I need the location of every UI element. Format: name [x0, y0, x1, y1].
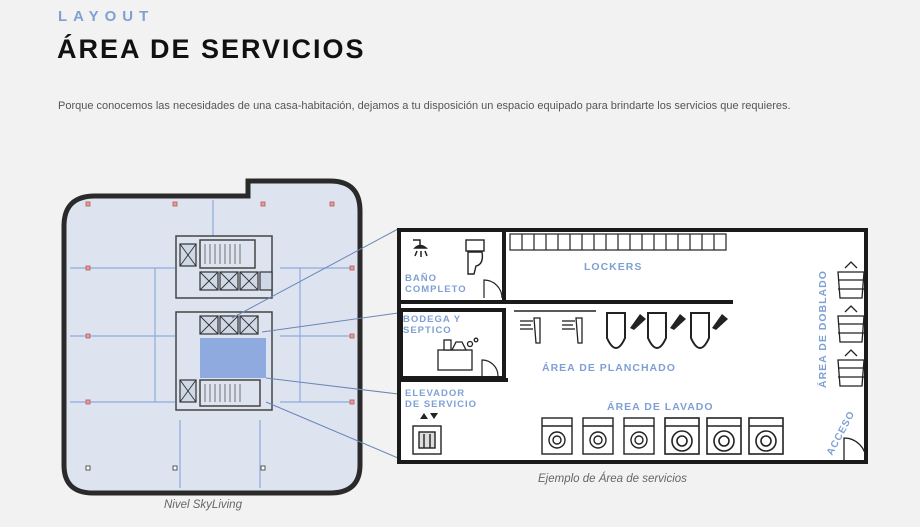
steamer-icon-2	[562, 317, 583, 344]
washer-icon-2	[582, 417, 614, 455]
bodega-label-line2: SEPTICO	[403, 325, 452, 336]
folded-clothes-icon-3	[837, 349, 865, 387]
section-eyebrow: LAYOUT	[58, 8, 155, 25]
folded-clothes-icon-2	[837, 305, 865, 343]
bano-door-icon	[483, 279, 503, 299]
floor-outline	[61, 178, 363, 496]
iron-icon-2	[670, 314, 686, 330]
service-area-caption: Ejemplo de Área de servicios	[538, 473, 687, 485]
service-area-highlight	[200, 338, 266, 378]
cleaning-supplies-icon	[437, 337, 479, 371]
toilet-icon	[465, 239, 485, 275]
bano-label-line1: BAÑO	[405, 273, 437, 284]
intro-paragraph: Porque conocemos las necesidades de una …	[58, 100, 791, 112]
steamer-icon-1	[520, 317, 541, 344]
floorplan-caption: Nivel SkyLiving	[164, 499, 242, 511]
page-title: ÁREA DE SERVICIOS	[57, 34, 366, 64]
ironing-board-icon-3	[690, 312, 710, 349]
doblado-label: ÁREA DE DOBLADO	[816, 270, 829, 388]
elevator-crosses	[179, 243, 259, 403]
ironing-board-icon-2	[647, 312, 667, 349]
elevador-label-line2: DE SERVICIO	[405, 399, 477, 410]
washer-icon-1	[541, 417, 573, 455]
ironing-board-icon-1	[606, 312, 626, 349]
washer-icon-3	[623, 417, 655, 455]
service-area-plan: LOCKERS BAÑO COMPLETO BODEGA Y SEPTICO E…	[397, 228, 868, 464]
shower-icon	[413, 239, 429, 257]
iron-icon-3	[712, 314, 728, 330]
acceso-door-icon	[843, 437, 867, 461]
dryer-icon-3	[748, 417, 784, 455]
bano-label-line2: COMPLETO	[405, 284, 467, 295]
building-core	[175, 235, 273, 411]
interior-walls	[399, 230, 733, 382]
elevador-label-line1: ELEVADOR	[405, 388, 465, 399]
folded-clothes-icon-1	[837, 261, 865, 299]
bodega-door-icon	[481, 359, 499, 377]
lockers-row	[509, 233, 727, 251]
perimeter-columns	[85, 465, 266, 471]
lavado-label: ÁREA DE LAVADO	[607, 400, 714, 413]
connector-lines	[231, 228, 399, 459]
elevator-arrows-icon	[420, 413, 438, 419]
iron-icon-1	[630, 314, 646, 330]
structural-columns	[85, 201, 355, 405]
bodega-label-line1: BODEGA Y	[403, 314, 461, 325]
lockers-label: LOCKERS	[584, 261, 642, 273]
stair-hatching	[204, 244, 241, 402]
floor-plan	[61, 178, 363, 496]
elevator-icon	[412, 425, 442, 455]
planchado-label: ÁREA DE PLANCHADO	[542, 361, 676, 374]
dryer-icon-1	[664, 417, 700, 455]
dryer-icon-2	[706, 417, 742, 455]
